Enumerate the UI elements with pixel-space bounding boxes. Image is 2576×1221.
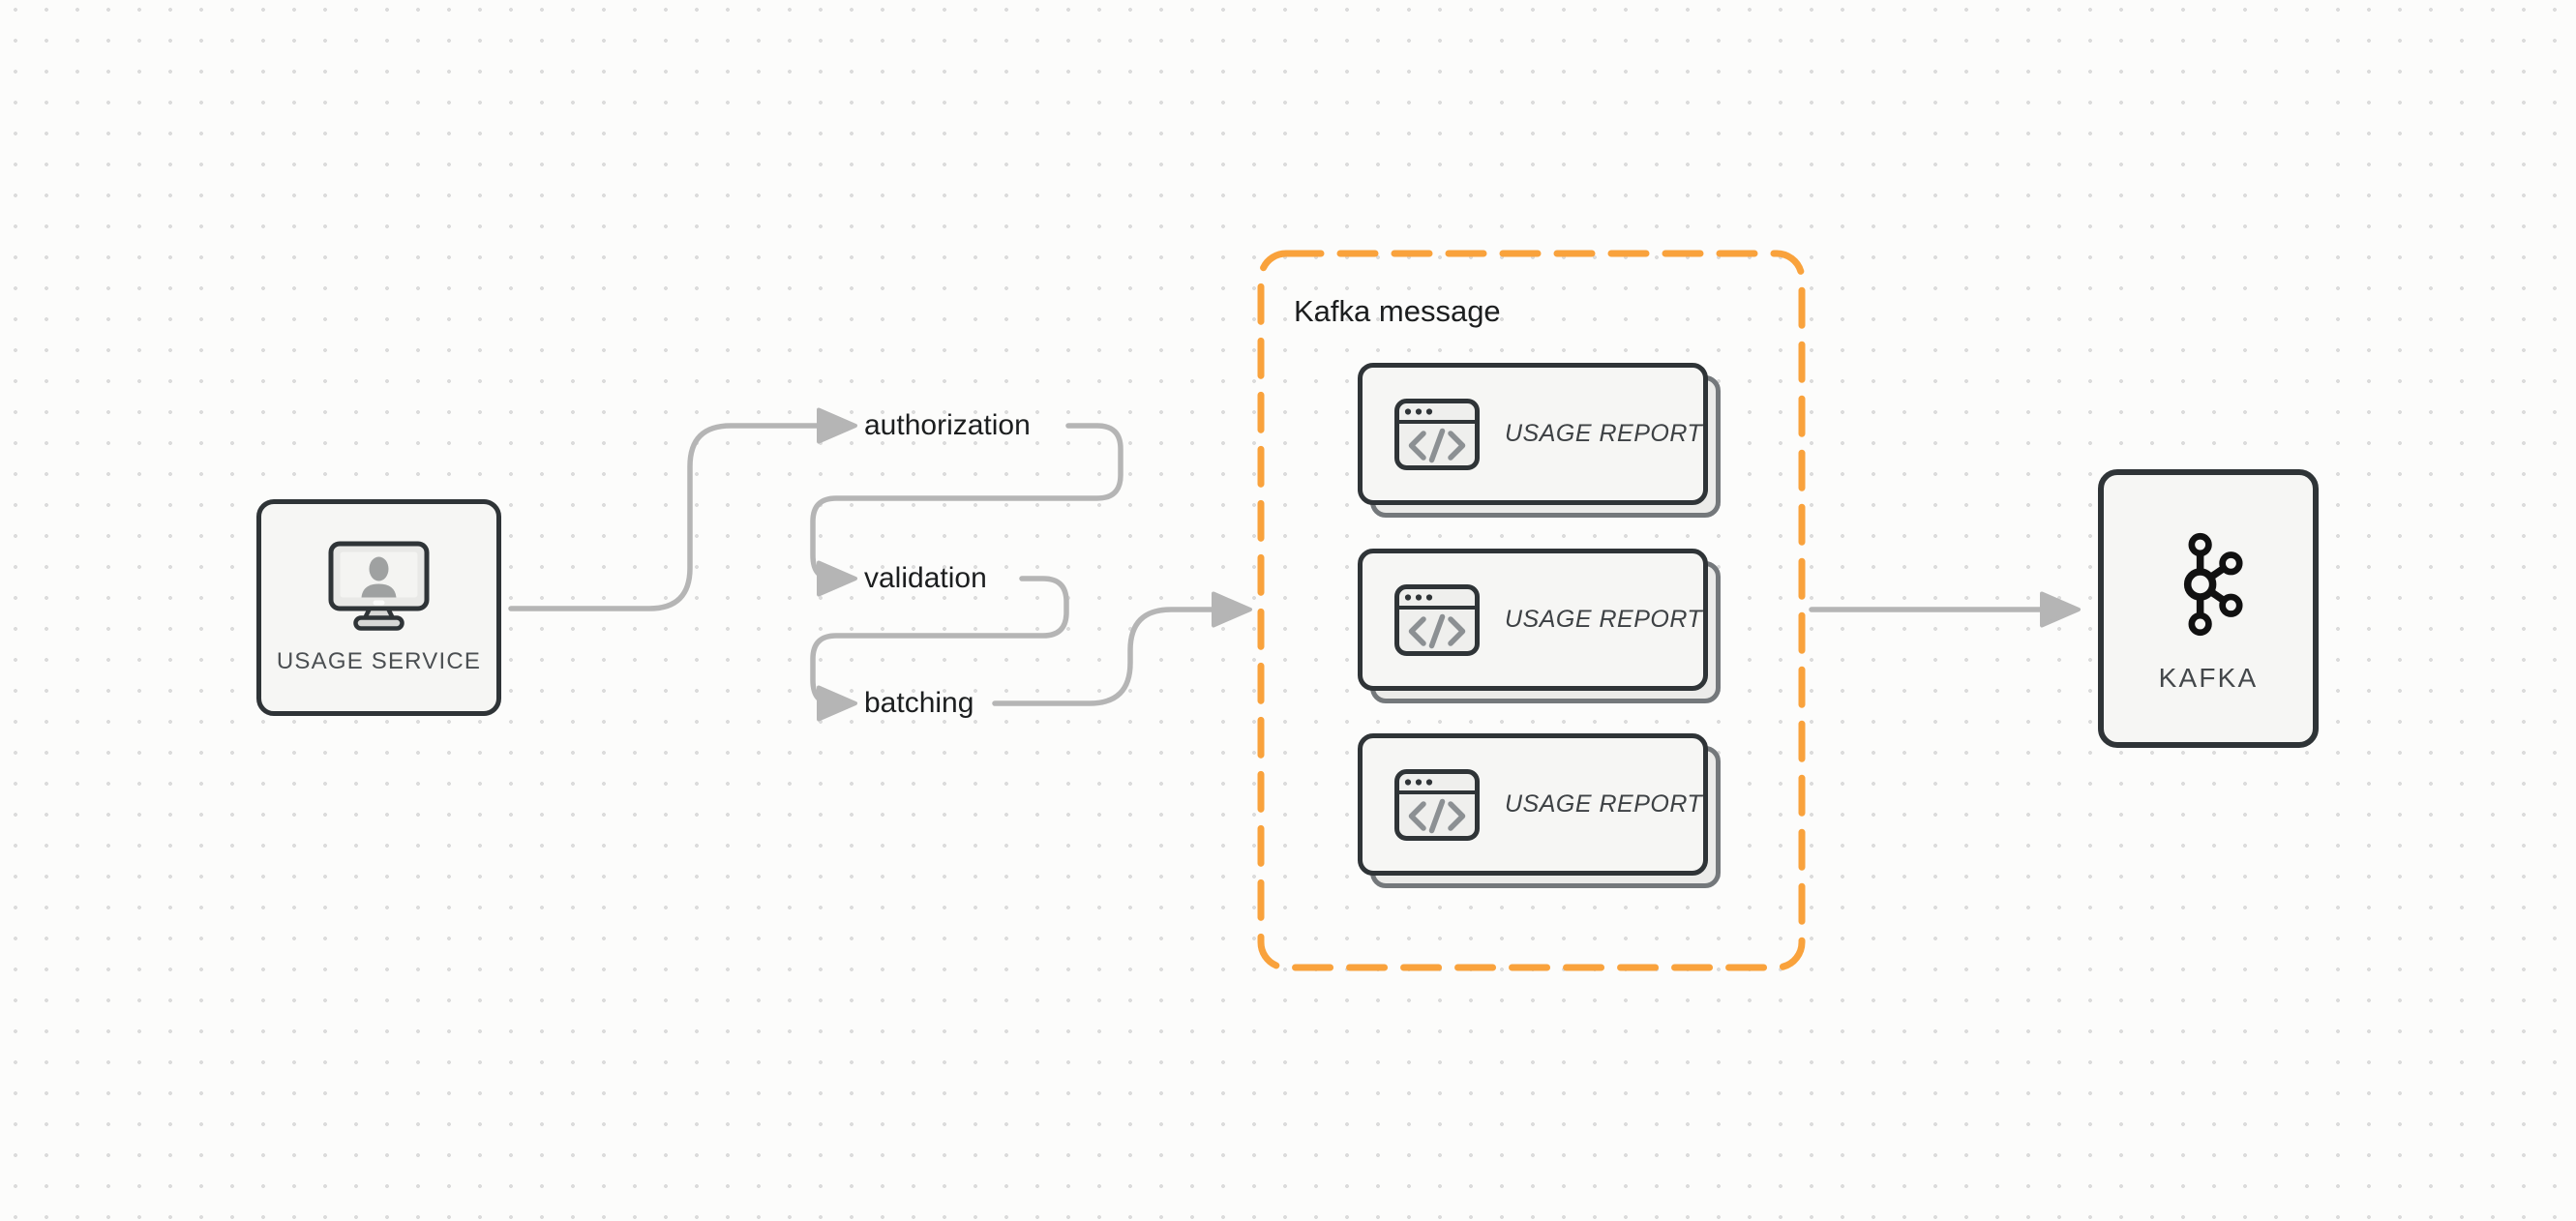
usage-service-label: USAGE SERVICE (276, 647, 482, 674)
code-glyph (1408, 613, 1466, 648)
connector-authorization-to-validation (810, 423, 1123, 581)
monitor-user-icon (328, 541, 430, 631)
monitor-notch (373, 600, 385, 605)
kafka-logo-dots (2183, 532, 2243, 637)
window-dots (1404, 778, 1433, 786)
flow-step-authorization: authorization (864, 409, 1031, 441)
code-glyph (1408, 798, 1466, 833)
code-glyph (1408, 428, 1466, 462)
browser-code-icon (1394, 583, 1480, 656)
arrowhead-batching (817, 685, 857, 722)
kafka-node: KAFKA (2098, 469, 2319, 748)
usage-report-label: USAGE REPORT (1505, 606, 1703, 633)
kafka-message-group: Kafka message USAGE REPORT (1261, 253, 1802, 968)
kafka-message-group-title: Kafka message (1294, 294, 1501, 328)
browser-code-icon (1394, 398, 1480, 470)
flow-step-batching: batching (864, 687, 974, 719)
arrowhead-authorization (817, 407, 857, 444)
browser-code-icon (1394, 768, 1480, 841)
arrowhead-validation (817, 560, 857, 597)
connector-batching-to-kafka-message (992, 607, 1214, 706)
person-silhouette (361, 556, 397, 597)
monitor-stand (353, 606, 404, 631)
usage-report-card: USAGE REPORT (1358, 549, 1721, 703)
connector-service-to-authorization (508, 423, 822, 611)
kafka-logo-icon (2183, 532, 2243, 637)
usage-report-label: USAGE REPORT (1505, 420, 1703, 447)
usage-report-card: USAGE REPORT (1358, 733, 1721, 888)
connector-validation-to-batching (810, 576, 1069, 706)
arrowhead-kafka-message (1212, 591, 1252, 628)
usage-report-label: USAGE REPORT (1505, 790, 1703, 818)
usage-service-node: USAGE SERVICE (256, 499, 501, 716)
window-dots (1404, 407, 1433, 415)
kafka-label: KAFKA (2158, 663, 2259, 693)
flow-step-validation: validation (864, 562, 987, 594)
usage-report-card: USAGE REPORT (1358, 363, 1721, 518)
window-dots (1404, 593, 1433, 601)
arrowhead-kafka (2040, 591, 2081, 628)
kafka-message-group-border (1257, 250, 1806, 971)
